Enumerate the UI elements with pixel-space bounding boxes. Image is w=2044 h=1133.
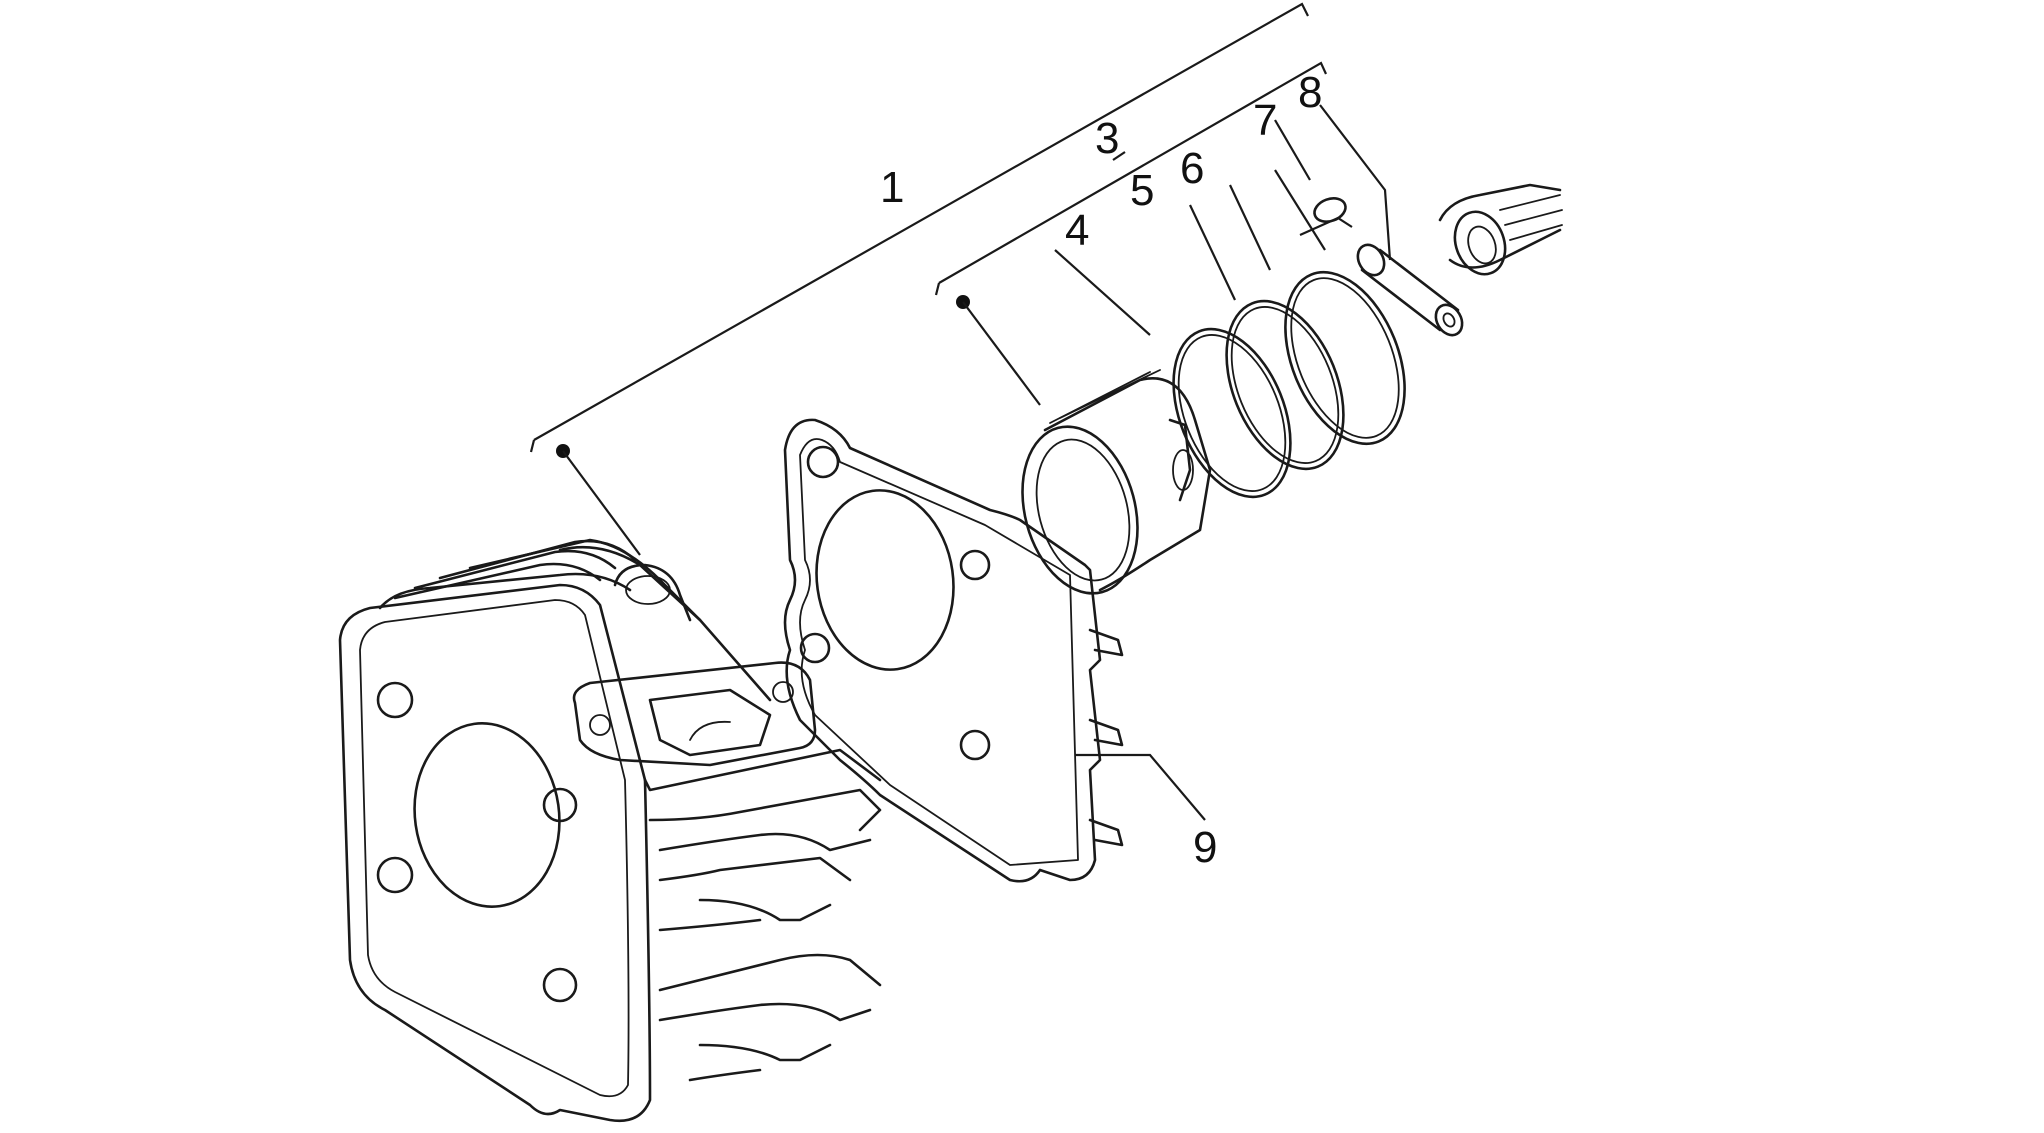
callout-4: 4 [1065, 206, 1089, 255]
callout-8: 8 [1298, 68, 1322, 117]
callout-1: 1 [880, 163, 904, 212]
bracket-assembly-1 [529, 2, 1309, 556]
wrist-pin [1356, 243, 1464, 337]
cylinder-block [338, 538, 882, 1123]
piston [1021, 369, 1212, 595]
callout-6: 6 [1180, 144, 1204, 193]
callout-9: 9 [1193, 823, 1217, 872]
connecting-rod-small-end [1438, 183, 1563, 276]
cylinder-base-gasket [783, 418, 1206, 883]
callout-leaders [1054, 104, 1392, 336]
piston-ring-set [1172, 270, 1406, 499]
callout-7: 7 [1253, 96, 1277, 145]
bracket-assembly-3 [934, 61, 1328, 406]
callout-3: 3 [1095, 114, 1119, 163]
callout-5: 5 [1130, 166, 1154, 215]
callout-labels: 1 3 4 5 6 7 8 9 [880, 68, 1322, 872]
wrist-pin-circlip [1299, 197, 1353, 237]
